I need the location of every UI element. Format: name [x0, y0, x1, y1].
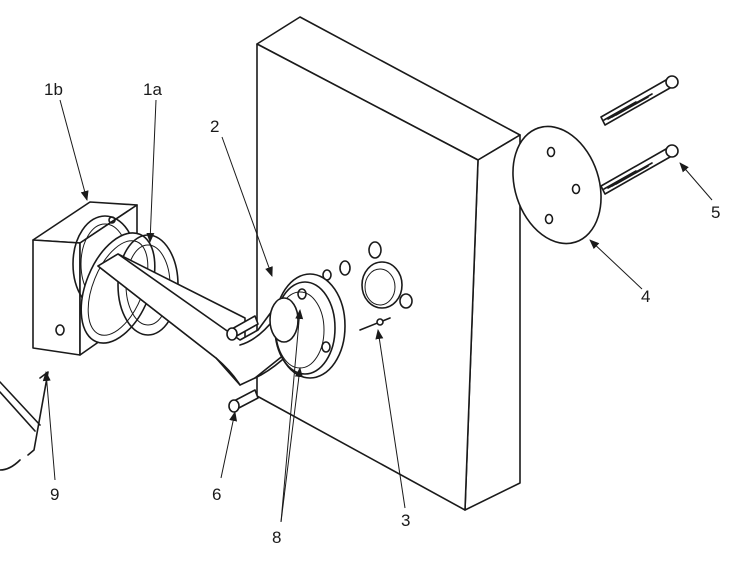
spindle-pin — [359, 317, 391, 331]
allen-key — [0, 371, 49, 471]
handle-screw-upper — [226, 315, 259, 341]
rose-chassis — [269, 273, 346, 379]
label-3: 3 — [401, 511, 410, 530]
label-4: 4 — [641, 287, 650, 306]
leader-lines — [42, 99, 713, 523]
label-9: 9 — [50, 485, 59, 504]
label-6: 6 — [212, 485, 221, 504]
label-1b: 1b — [44, 80, 63, 99]
through-bolt-top — [600, 75, 679, 126]
handle-screw-lower — [228, 389, 259, 413]
label-1a: 1a — [143, 80, 162, 99]
label-5: 5 — [711, 203, 720, 222]
label-2: 2 — [210, 117, 219, 136]
label-8: 8 — [272, 528, 281, 547]
escutcheon-plate — [512, 125, 602, 245]
door-panel — [256, 16, 521, 511]
through-bolt-bottom — [600, 144, 679, 195]
